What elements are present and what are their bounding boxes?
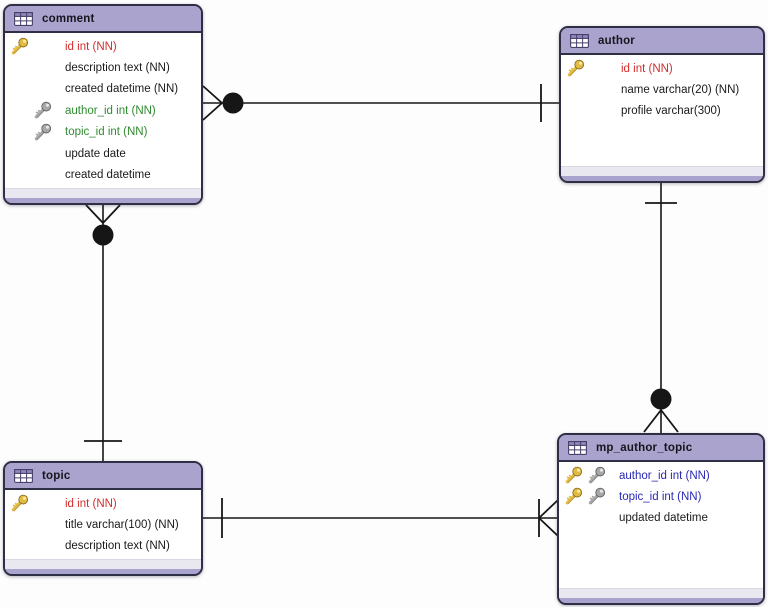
table-name: author [598, 34, 635, 47]
column-row[interactable]: author_id int (NN) [559, 465, 763, 486]
crows-foot-icon [202, 85, 223, 121]
primary-key-icon [10, 494, 30, 513]
column-row[interactable]: topic_id int (NN) [5, 122, 201, 143]
table-footer-strip [561, 176, 763, 181]
column-label: id int (NN) [65, 40, 117, 53]
column-row[interactable]: description text (NN) [5, 57, 201, 78]
column-label: author_id int (NN) [65, 104, 156, 117]
column-label: created datetime [65, 169, 151, 182]
primary-key-icon [10, 37, 30, 56]
column-row[interactable]: topic_id int (NN) [559, 486, 763, 507]
column-label: description text (NN) [65, 540, 170, 553]
foreign-key-icon [33, 101, 53, 120]
column-row[interactable]: created datetime [5, 164, 201, 185]
table-name: topic [42, 469, 71, 482]
primary-key-icon [566, 59, 586, 78]
entity-table-topic[interactable]: topic id int (NN) title varchar(100) (NN)… [3, 461, 203, 576]
column-label: author_id int (NN) [619, 469, 710, 482]
foreign-key-icon [587, 466, 607, 485]
table-name: comment [42, 12, 95, 25]
table-columns: id int (NN) name varchar(20) (NN) profile … [561, 53, 763, 166]
column-row[interactable]: id int (NN) [5, 493, 201, 514]
crows-foot-icon [85, 204, 121, 224]
column-label: id int (NN) [621, 62, 673, 75]
table-footer-strip [559, 598, 763, 603]
primary-key-icon [564, 487, 584, 506]
column-row[interactable]: update date [5, 143, 201, 164]
column-label: topic_id int (NN) [619, 491, 702, 504]
relationship-topic-mp-author-topic[interactable] [202, 498, 559, 538]
entity-table-mp-author-topic[interactable]: mp_author_topic author_id int (NN) topic_… [557, 433, 765, 605]
relationship-comment-author[interactable] [202, 84, 560, 122]
table-header[interactable]: mp_author_topic [559, 435, 763, 460]
table-header[interactable]: topic [5, 463, 201, 488]
table-name: mp_author_topic [596, 441, 693, 454]
table-footer-strip [5, 198, 201, 203]
column-label: id int (NN) [65, 497, 117, 510]
column-row[interactable]: created datetime (NN) [5, 79, 201, 100]
column-label: profile varchar(300) [621, 105, 721, 118]
table-footer [561, 166, 763, 176]
table-columns: author_id int (NN) topic_id int (NN) updat… [559, 460, 763, 588]
table-icon [570, 33, 589, 48]
table-footer [5, 559, 201, 569]
foreign-key-icon [33, 123, 53, 142]
column-label: description text (NN) [65, 62, 170, 75]
column-label: title varchar(100) (NN) [65, 519, 179, 532]
table-header[interactable]: author [561, 28, 763, 53]
crows-foot-icon [643, 409, 679, 433]
entity-table-author[interactable]: author id int (NN) name varchar(20) (NN) p… [559, 26, 765, 183]
column-row[interactable]: id int (NN) [561, 58, 763, 79]
table-footer-strip [5, 569, 201, 574]
column-row[interactable]: title varchar(100) (NN) [5, 514, 201, 535]
primary-key-icon [564, 466, 584, 485]
mandatory-circle-icon [650, 388, 672, 410]
table-columns: id int (NN) title varchar(100) (NN) descri… [5, 488, 201, 559]
column-row[interactable]: updated datetime [559, 508, 763, 529]
column-label: topic_id int (NN) [65, 126, 148, 139]
crows-foot-icon [538, 499, 559, 537]
table-header[interactable]: comment [5, 6, 201, 31]
mandatory-circle-icon [222, 92, 244, 114]
column-label: name varchar(20) (NN) [621, 84, 740, 97]
column-row[interactable]: author_id int (NN) [5, 100, 201, 121]
table-icon [568, 440, 587, 455]
table-icon [14, 468, 33, 483]
table-footer [5, 188, 201, 198]
foreign-key-icon [587, 487, 607, 506]
column-row[interactable]: description text (NN) [5, 536, 201, 557]
column-label: updated datetime [619, 512, 708, 525]
column-row[interactable]: profile varchar(300) [561, 101, 763, 122]
table-footer [559, 588, 763, 598]
table-columns: id int (NN) description text (NN) created … [5, 31, 201, 188]
column-row[interactable]: id int (NN) [5, 36, 201, 57]
entity-table-comment[interactable]: comment id int (NN) description text (NN)… [3, 4, 203, 205]
column-row[interactable]: name varchar(20) (NN) [561, 79, 763, 100]
relationship-comment-topic[interactable] [84, 204, 122, 462]
column-label: created datetime (NN) [65, 83, 179, 96]
table-icon [14, 11, 33, 26]
column-label: update date [65, 147, 126, 160]
mandatory-circle-icon [92, 224, 114, 246]
relationship-author-mp-author-topic[interactable] [643, 182, 679, 434]
